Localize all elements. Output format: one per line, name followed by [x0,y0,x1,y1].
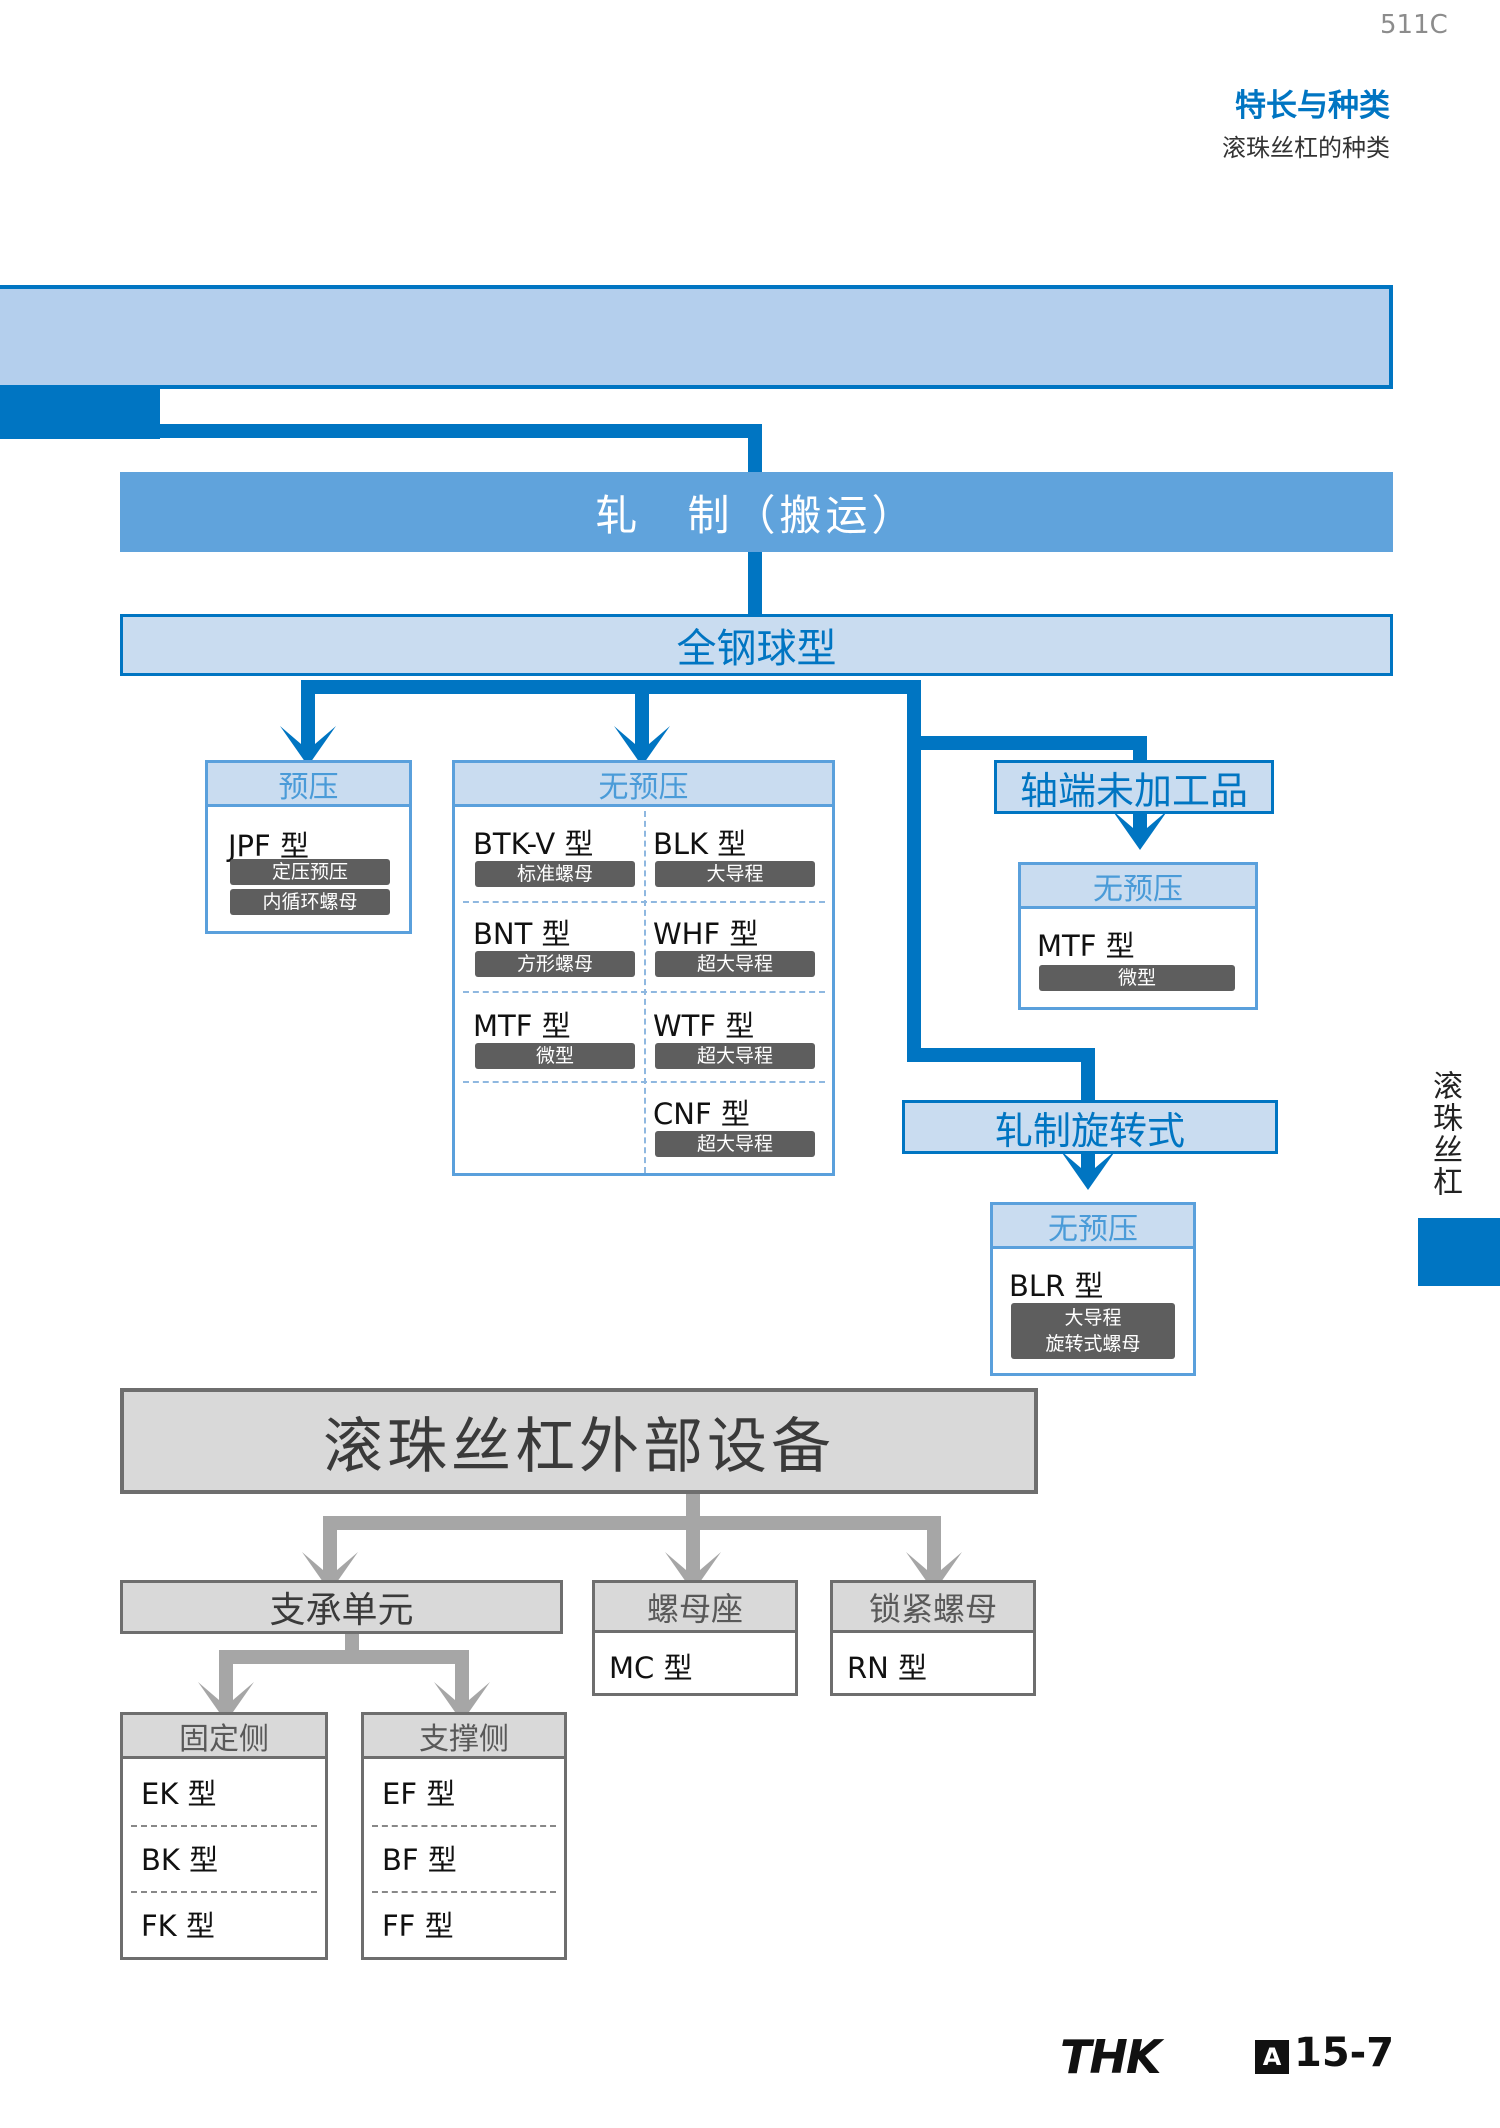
connector-line [927,1516,941,1556]
rotating-tag: 大导程 旋转式螺母 [1011,1303,1175,1359]
side-section-label: 滚珠丝杠 [1427,1070,1462,1198]
connector-line [323,1516,337,1556]
lock-nut-card: 锁紧螺母 RN 型 [830,1580,1036,1696]
fixed-side-card: 固定侧 EK 型 BK 型 FK 型 [120,1712,328,1960]
supported-side-card: 支撑侧 EF 型 BF 型 FF 型 [361,1712,567,1960]
connector-line [686,1516,700,1556]
supported-model: BF 型 [382,1843,457,1877]
fixed-model: BK 型 [141,1843,219,1877]
side-section-tab [1418,1218,1500,1286]
nut-bracket-card: 螺母座 MC 型 [592,1580,798,1696]
arrow-down-icon [1112,810,1168,850]
section-subtitle: 滚珠丝杠的种类 [1222,134,1390,162]
page-code: 511C [1380,10,1448,40]
connector-line [635,680,649,730]
connector-line [907,680,921,1062]
fixed-model: EK 型 [141,1777,217,1811]
shaft-end-title: 轴端未加工品 [994,760,1274,814]
rotating-title: 轧制旋转式 [902,1100,1278,1154]
full-ball-box: 全钢球型 [120,614,1393,676]
shaft-end-model: MTF 型 [1037,929,1135,963]
connector-line [455,1650,469,1686]
divider [372,1825,556,1827]
arrow-down-icon [198,1682,254,1722]
connector-line [0,424,762,438]
preload-model: JPF 型 [228,829,309,863]
rotating-tag-line: 旋转式螺母 [1045,1333,1141,1355]
preload-tag: 内循环螺母 [230,889,390,915]
section-letter-badge: A [1255,2040,1289,2074]
connector-line [219,1650,469,1664]
model-name: BLK 型 [653,827,747,861]
shaft-end-tag: 微型 [1039,965,1235,991]
model-name: BNT 型 [473,917,571,951]
model-tag: 标准螺母 [475,861,635,887]
fixed-model: FK 型 [141,1909,215,1943]
lock-nut-model: RN 型 [847,1651,928,1685]
rotating-card: 无预压 BLR 型 大导程 旋转式螺母 [990,1202,1196,1376]
arrow-down-icon [434,1682,490,1722]
shaft-end-head: 无预压 [1021,865,1255,909]
connector-line [748,424,762,472]
connector-line [219,1650,233,1686]
connector-line [748,552,762,616]
arrow-down-icon [280,726,336,766]
divider [463,1081,825,1083]
connector-line [1133,736,1147,762]
top-banner [0,285,1393,389]
divider [131,1825,317,1827]
divider [463,991,825,993]
peripherals-title-box: 滚珠丝杠外部设备 [120,1388,1038,1494]
nut-bracket-model: MC 型 [609,1651,693,1685]
model-tag: 微型 [475,1043,635,1069]
divider [463,901,825,903]
model-name: BTK-V 型 [473,827,594,861]
connector-line [301,680,921,694]
connector-line [1081,1048,1095,1100]
section-title: 特长与种类 [1235,88,1390,124]
connector-line [323,1516,941,1530]
no-preload-card: 无预压 BTK-V 型 标准螺母 BLK 型 大导程 BNT 型 方形螺母 WH… [452,760,835,1176]
model-name: MTF 型 [473,1009,571,1043]
rolled-title-bar: 轧 制（搬运） [120,472,1393,552]
preload-head: 预压 [208,763,409,807]
arrow-down-icon [302,1552,358,1592]
model-tag: 超大导程 [655,1131,815,1157]
connector-line [907,1048,1095,1062]
arrow-down-icon [614,726,670,766]
arrow-down-icon [665,1552,721,1592]
divider [131,1891,317,1893]
fixed-side-head: 固定侧 [123,1715,325,1759]
nut-bracket-head: 螺母座 [595,1583,795,1633]
page-number: 15-7 [1294,2030,1395,2076]
preload-tag: 定压预压 [230,859,390,885]
preload-card: 预压 JPF 型 定压预压 内循环螺母 [205,760,412,934]
model-tag: 方形螺母 [475,951,635,977]
thk-logo: THK [1060,2030,1162,2084]
divider [372,1891,556,1893]
model-tag: 超大导程 [655,1043,815,1069]
shaft-end-card: 无预压 MTF 型 微型 [1018,862,1258,1010]
rotating-tag-line: 大导程 [1064,1307,1122,1329]
arrow-down-icon [906,1552,962,1592]
rotating-model: BLR 型 [1009,1269,1104,1303]
model-name: WHF 型 [653,917,759,951]
connector-line [907,736,1147,750]
no-preload-head: 无预压 [455,763,832,807]
model-tag: 大导程 [655,861,815,887]
model-name: WTF 型 [653,1009,755,1043]
supported-side-head: 支撑侧 [364,1715,564,1759]
connector-line [301,680,315,730]
rotating-head: 无预压 [993,1205,1193,1249]
model-name: CNF 型 [653,1097,750,1131]
lock-nut-head: 锁紧螺母 [833,1583,1033,1633]
arrow-down-icon [1060,1150,1116,1190]
model-tag: 超大导程 [655,951,815,977]
support-unit-box: 支承单元 [120,1580,563,1634]
supported-model: FF 型 [382,1909,454,1943]
supported-model: EF 型 [382,1777,456,1811]
